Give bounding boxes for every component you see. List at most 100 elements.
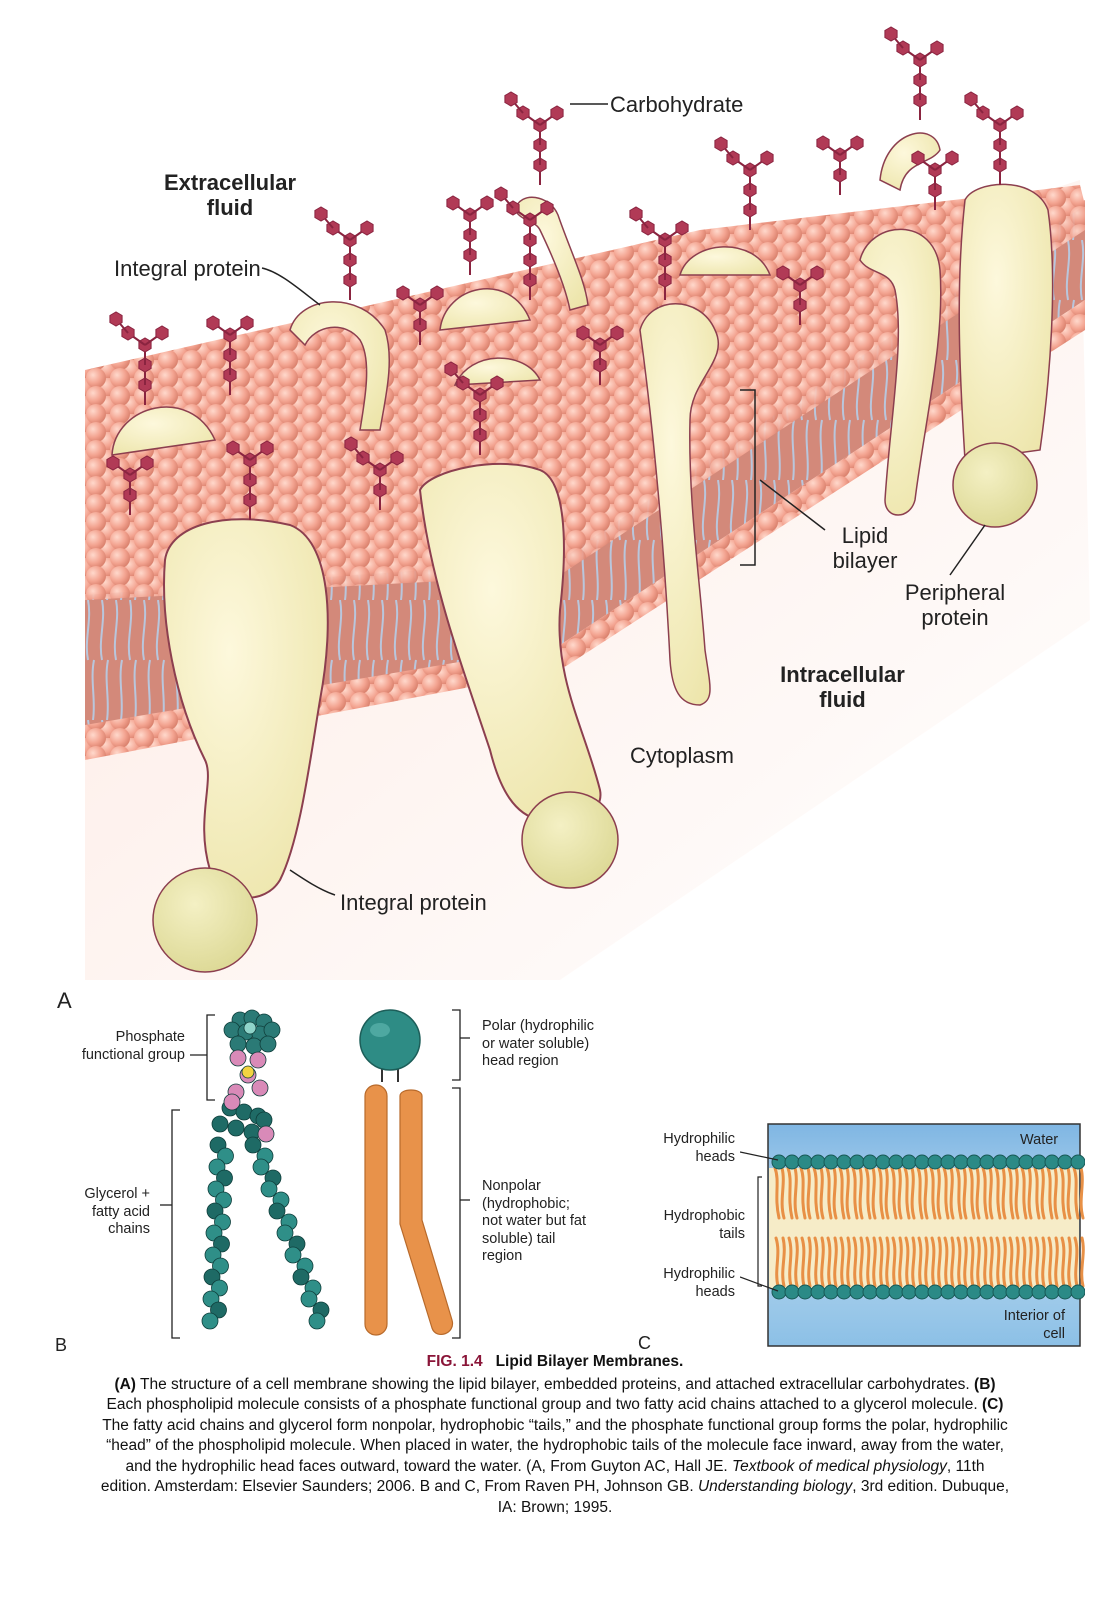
front-integral-protein-center: [418, 462, 602, 825]
atom: [223, 1021, 241, 1039]
hydrophilic-head: [914, 1284, 930, 1300]
hydrophilic-head: [836, 1154, 852, 1170]
hydrophilic-head: [875, 1284, 891, 1300]
glycan-unit: [260, 440, 274, 456]
glycan-unit: [106, 455, 120, 471]
atom: [252, 1158, 270, 1176]
hydrophilic-head: [888, 1154, 904, 1170]
glycan-unit: [240, 315, 254, 331]
hydrophilic-head: [810, 1154, 826, 1170]
hydrophilic-head: [1018, 1284, 1034, 1300]
label-water: Water: [1020, 1132, 1059, 1148]
glycan-unit: [776, 265, 790, 281]
hydrophilic-head: [901, 1154, 917, 1170]
glycan-unit: [930, 40, 944, 56]
glycan-unit: [360, 220, 374, 236]
glycan-unit: [884, 26, 898, 42]
atom: [263, 1021, 281, 1039]
hydrophilic-head: [810, 1284, 826, 1300]
glycan-unit: [314, 206, 328, 222]
glycan-unit: [446, 195, 460, 211]
hydrophilic-head: [771, 1284, 787, 1300]
surface-protein-dome-center: [439, 288, 532, 331]
glycan-unit: [206, 315, 220, 331]
atom: [229, 1035, 247, 1053]
hydrophilic-head: [927, 1284, 943, 1300]
glycan-unit: [945, 150, 959, 166]
label-phosphate-group: Phosphate functional group: [81, 1029, 185, 1063]
hydrophilic-head: [901, 1284, 917, 1300]
hydrophilic-head: [1070, 1284, 1085, 1300]
surface-protein-dome-left: [111, 406, 217, 456]
atom: [244, 1136, 262, 1154]
glycan-unit: [396, 285, 410, 301]
hydrophilic-head: [1005, 1284, 1021, 1300]
glycan-unit: [550, 105, 564, 121]
space-filling-phospholipid: [201, 1009, 330, 1330]
figure-caption: FIG. 1.4 Lipid Bilayer Membranes. (A) Th…: [100, 1352, 1010, 1518]
leader-lines: [261, 103, 986, 896]
caption-heading: FIG. 1.4 Lipid Bilayer Membranes.: [100, 1352, 1010, 1373]
phospholipid-diagram: [160, 1009, 470, 1339]
glycan-unit: [226, 440, 240, 456]
hydrophilic-head: [914, 1154, 930, 1170]
glycan-unit: [140, 455, 154, 471]
atom: [292, 1268, 310, 1286]
glycan-unit: [344, 436, 358, 452]
bilayer-tail-band: [85, 200, 1085, 735]
atom: [245, 1037, 263, 1055]
surface-protein-dome-small: [453, 357, 542, 386]
label-hydrophilic-heads-top: Hydrophilic heads: [663, 1131, 735, 1165]
hydrophilic-head: [771, 1154, 787, 1170]
hydrophilic-head: [823, 1284, 839, 1300]
glycan-unit: [430, 285, 444, 301]
glycan-unit: [816, 135, 830, 151]
membrane-illustration: [85, 26, 1090, 980]
atom: [241, 1065, 255, 1079]
caption-b-label: (B): [974, 1375, 996, 1393]
far-right-integral-protein: [958, 183, 1054, 461]
hydrophilic-head: [797, 1154, 813, 1170]
glycan-unit: [109, 311, 123, 327]
hydrophilic-head: [966, 1154, 982, 1170]
label-intracellular-fluid: Intracellular fluid: [780, 662, 905, 712]
hydrophilic-head: [784, 1154, 800, 1170]
label-interior-of-cell: Interior of cell: [1003, 1308, 1065, 1342]
hydrophilic-head: [979, 1284, 995, 1300]
hydrophilic-head: [979, 1154, 995, 1170]
hook-protein-1: [289, 301, 390, 431]
atom: [223, 1093, 241, 1111]
hydrophilic-head: [875, 1154, 891, 1170]
label-lipid-bilayer: Lipid bilayer: [832, 523, 898, 573]
simplified-phospholipid: [359, 1009, 454, 1336]
label-glycerol-fatty-acid: Glycerol + fatty acid chains: [84, 1186, 150, 1237]
label-integral-protein-top: Integral protein: [114, 256, 261, 281]
hydrophilic-head: [992, 1284, 1008, 1300]
label-peripheral-protein: Peripheral protein: [904, 580, 1006, 630]
hydrophilic-head: [1057, 1284, 1073, 1300]
hydrophilic-head: [1018, 1154, 1034, 1170]
glycan-unit: [714, 136, 728, 152]
atom: [308, 1312, 326, 1330]
hydrophilic-head: [836, 1284, 852, 1300]
atom: [201, 1312, 219, 1330]
carbohydrate-chains: [106, 26, 1024, 520]
glycan-unit: [675, 220, 689, 236]
hook-protein-3: [879, 132, 941, 192]
peripheral-protein-globule: [952, 442, 1038, 528]
right-channel-protein: [859, 228, 942, 516]
label-integral-protein-bottom: Integral protein: [340, 890, 487, 915]
hydrophilic-head: [862, 1154, 878, 1170]
glycan-unit: [490, 375, 504, 391]
bilayer-rows: [771, 1154, 1085, 1300]
hydrophilic-head: [784, 1284, 800, 1300]
figure-title: Lipid Bilayer Membranes.: [495, 1353, 684, 1370]
glycan-unit: [576, 325, 590, 341]
glycan-unit: [390, 450, 404, 466]
atom: [260, 1180, 278, 1198]
glycan-unit: [911, 150, 925, 166]
caption-b-text: Each phospholipid molecule consists of a…: [106, 1396, 978, 1413]
hydrophilic-head: [1044, 1154, 1060, 1170]
glycan-unit: [964, 91, 978, 107]
atom: [211, 1115, 229, 1133]
